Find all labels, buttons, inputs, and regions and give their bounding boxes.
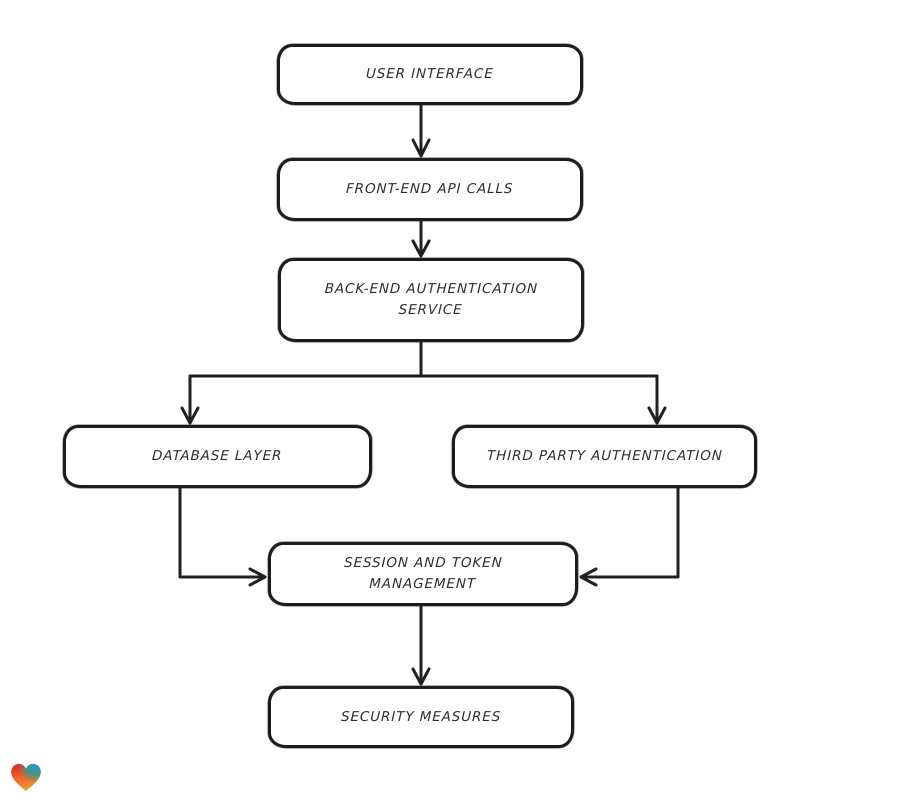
edge-session-to-security [411,604,431,686]
edge-user-to-frontend [411,103,431,158]
gradient-heart-icon[interactable] [10,762,42,793]
node-security-measures-label: SECURITY MEASURES [340,708,502,725]
node-front-end-api-calls[interactable]: FRONT-END API CALLS [277,158,583,221]
node-database-layer[interactable]: DATABASE LAYER [63,425,372,488]
node-security-measures[interactable]: SECURITY MEASURES [268,686,574,748]
edge-database-to-session [178,486,267,587]
edge-thirdparty-to-session [579,486,680,587]
node-back-end-authentication-service-label: BACK-END AUTHENTICATION SERVICE [324,281,539,318]
node-third-party-authentication-label: THIRD PARTY AUTHENTICATION [486,448,723,464]
node-front-end-api-calls-label: FRONT-END API CALLS [346,181,514,197]
node-user-interface[interactable]: USER INTERFACE [277,44,583,105]
edge-frontend-to-backend [411,219,431,258]
node-database-layer-label: DATABASE LAYER [152,448,283,464]
node-third-party-authentication[interactable]: THIRD PARTY AUTHENTICATION [452,425,757,488]
edge-backend-branch [180,340,667,425]
node-session-and-token-management[interactable]: SESSION AND TOKEN MANAGEMENT [268,542,578,606]
node-back-end-authentication-service[interactable]: BACK-END AUTHENTICATION SERVICE [278,258,584,342]
node-user-interface-label: USER INTERFACE [365,66,495,82]
node-session-and-token-management-label: SESSION AND TOKEN MANAGEMENT [343,555,503,592]
